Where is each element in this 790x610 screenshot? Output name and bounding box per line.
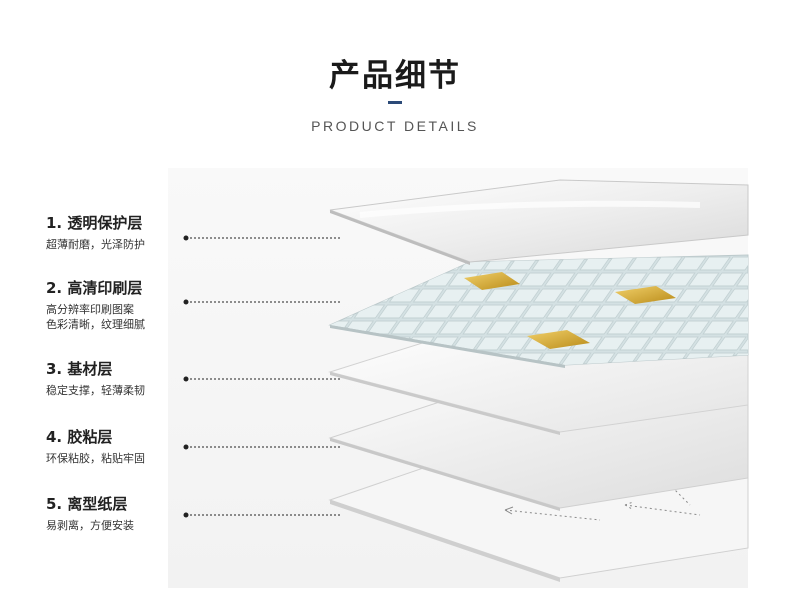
layer-title: 2. 高清印刷层 <box>46 279 143 297</box>
print-layer-shape <box>328 254 749 368</box>
layer-title: 3. 基材层 <box>46 360 113 378</box>
layer-title: 4. 胶粘层 <box>46 428 113 446</box>
layer-desc: 高分辨率印刷图案 <box>46 303 134 316</box>
layer-title: 1. 透明保护层 <box>46 214 143 232</box>
layer-label-print: 2. 高清印刷层 高分辨率印刷图案 色彩清晰，纹理细腻 <box>46 278 216 332</box>
page-title: 产品细节 <box>329 58 461 94</box>
layer-desc: 环保粘胶，粘贴牢固 <box>46 452 145 465</box>
layer-desc: 稳定支撑，轻薄柔韧 <box>46 384 145 397</box>
layer-label-adhesive: 4. 胶粘层 环保粘胶，粘贴牢固 <box>46 427 216 466</box>
gold-tile <box>527 330 590 349</box>
layer-desc: 色彩清晰，纹理细腻 <box>46 318 145 331</box>
page-subtitle: PRODUCT DETAILS <box>311 118 479 134</box>
layer-title: 5. 离型纸层 <box>46 495 128 513</box>
title-accent-bar <box>388 101 402 104</box>
leader-lines <box>183 235 340 518</box>
layer-label-base: 3. 基材层 稳定支撑，轻薄柔韧 <box>46 359 216 398</box>
page-header: 产品细节 PRODUCT DETAILS <box>0 50 790 134</box>
layer-desc: 易剥离，方便安装 <box>46 519 134 532</box>
gold-tile <box>464 272 520 290</box>
layer-label-protective: 1. 透明保护层 超薄耐磨，光泽防护 <box>46 213 216 252</box>
layer-label-release-paper: 5. 离型纸层 易剥离，方便安装 <box>46 494 216 533</box>
layer-desc: 超薄耐磨，光泽防护 <box>46 238 145 251</box>
gold-tile <box>615 286 676 304</box>
clear-protective-layer-shape <box>329 179 749 265</box>
